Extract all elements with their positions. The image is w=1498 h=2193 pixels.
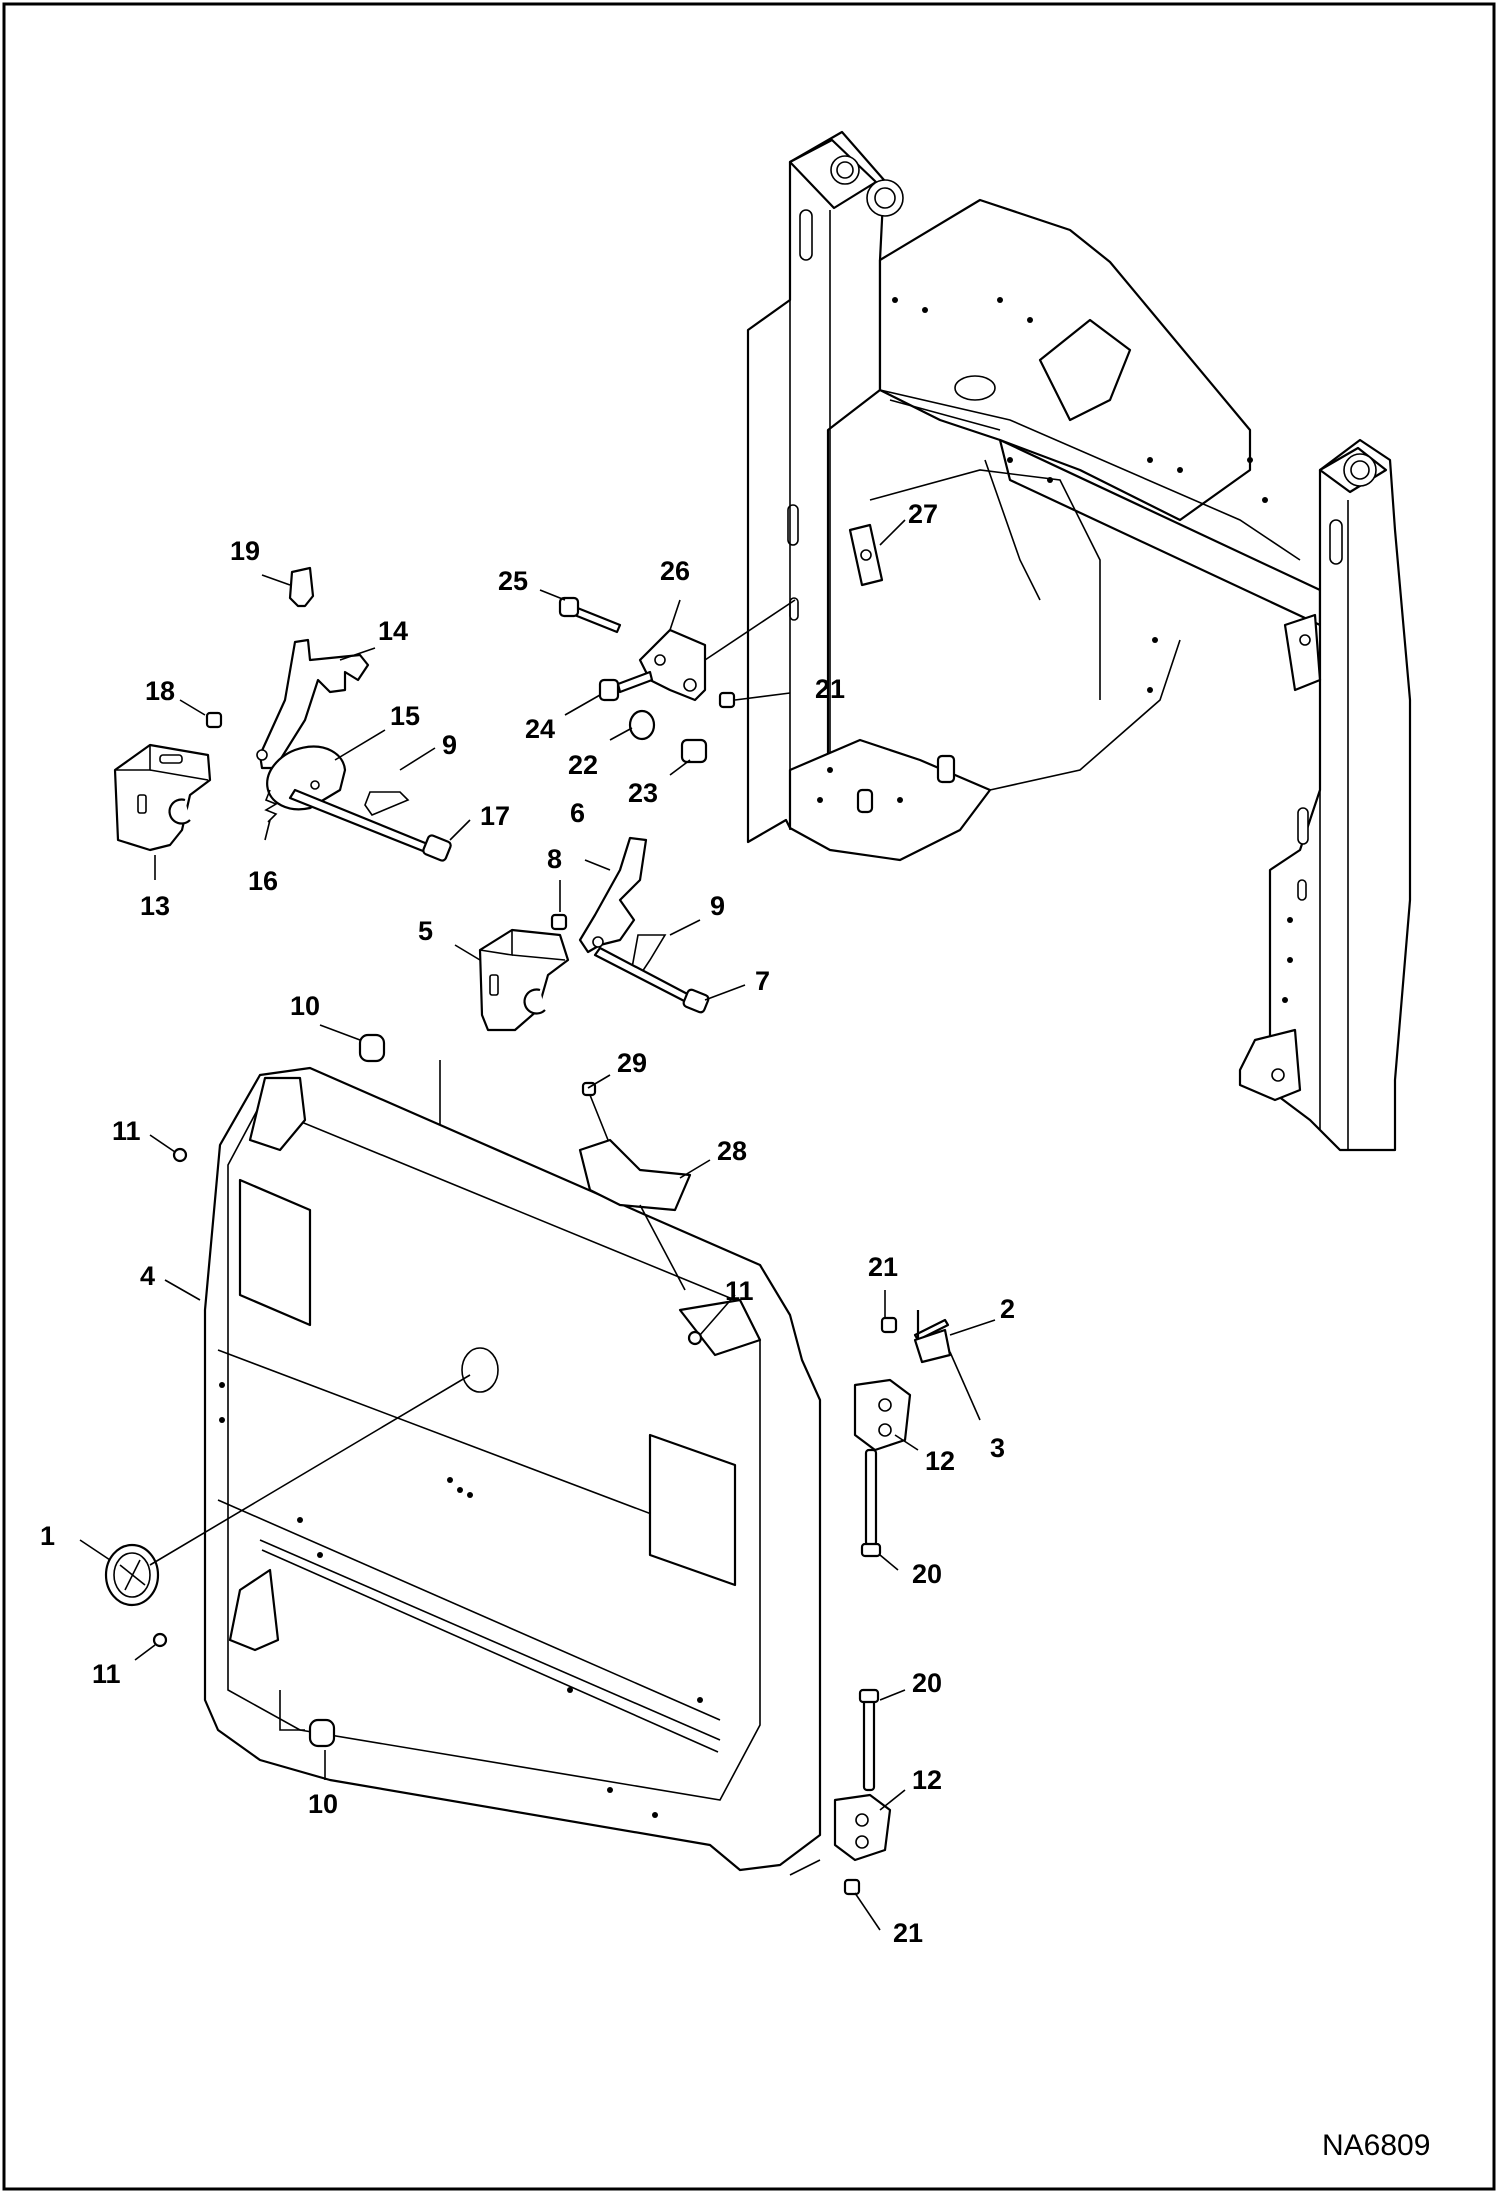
callout-23: 23	[628, 778, 658, 808]
callout-10-upper: 10	[290, 991, 320, 1021]
leader-lines	[79, 519, 996, 1931]
callout-22: 22	[568, 750, 598, 780]
callout-27: 27	[908, 499, 938, 529]
callout-21-upper-hinge: 21	[868, 1252, 898, 1282]
callout-12-upper: 12	[925, 1446, 955, 1476]
callout-13: 13	[140, 891, 170, 921]
callout-11-right: 11	[725, 1276, 754, 1306]
callout-9-left: 9	[442, 730, 457, 760]
callout-11-upper-left: 11	[112, 1116, 141, 1146]
callout-26: 26	[660, 556, 690, 586]
callout-16: 16	[248, 866, 278, 896]
callout-18: 18	[145, 676, 175, 706]
callout-20-upper: 20	[912, 1559, 942, 1589]
callout-4: 4	[140, 1261, 155, 1291]
callout-15: 15	[390, 701, 420, 731]
callout-3: 3	[990, 1433, 1005, 1463]
part-nut-b	[687, 1330, 703, 1346]
callout-29: 29	[617, 1048, 647, 1078]
callout-11-lower-left: 11	[92, 1659, 121, 1689]
callout-25: 25	[498, 566, 528, 596]
upper-center-hardware	[558, 523, 884, 764]
callout-20-lower: 20	[912, 1668, 942, 1698]
part-nut-c	[152, 1632, 168, 1648]
callout-9-center: 9	[710, 891, 725, 921]
callout-7: 7	[755, 966, 770, 996]
callout-1: 1	[40, 1521, 55, 1551]
part-bumper-upper	[358, 1033, 386, 1063]
callout-17: 17	[480, 801, 510, 831]
left-latch-assembly	[113, 566, 452, 862]
part-bumper-lower	[308, 1718, 336, 1748]
callout-21-lower-hinge: 21	[893, 1918, 923, 1948]
callout-28: 28	[717, 1136, 747, 1166]
drawing-code: NA6809	[1322, 2129, 1430, 2162]
part-shield	[578, 1138, 692, 1212]
callout-19: 19	[230, 536, 260, 566]
loader-frame	[746, 130, 1412, 1152]
callout-2: 2	[1000, 1294, 1015, 1324]
callout-5: 5	[418, 916, 433, 946]
callout-8: 8	[547, 844, 562, 874]
callout-24: 24	[525, 714, 555, 744]
callout-10-lower: 10	[308, 1789, 338, 1819]
part-nut-a	[172, 1147, 188, 1163]
center-latch-assembly	[478, 836, 710, 1032]
rear-door-panel	[203, 1066, 822, 1872]
callout-21-frame: 21	[815, 674, 845, 704]
callout-14: 14	[378, 616, 408, 646]
hinge-hardware	[833, 1310, 952, 1896]
callout-6: 6	[570, 798, 585, 828]
callout-labels: 1 2 3 4 5 6 7 8 9 9 10 10 11 11 11 12 12…	[40, 499, 1015, 1948]
callout-12-lower: 12	[912, 1765, 942, 1795]
part-cap	[104, 1543, 160, 1607]
